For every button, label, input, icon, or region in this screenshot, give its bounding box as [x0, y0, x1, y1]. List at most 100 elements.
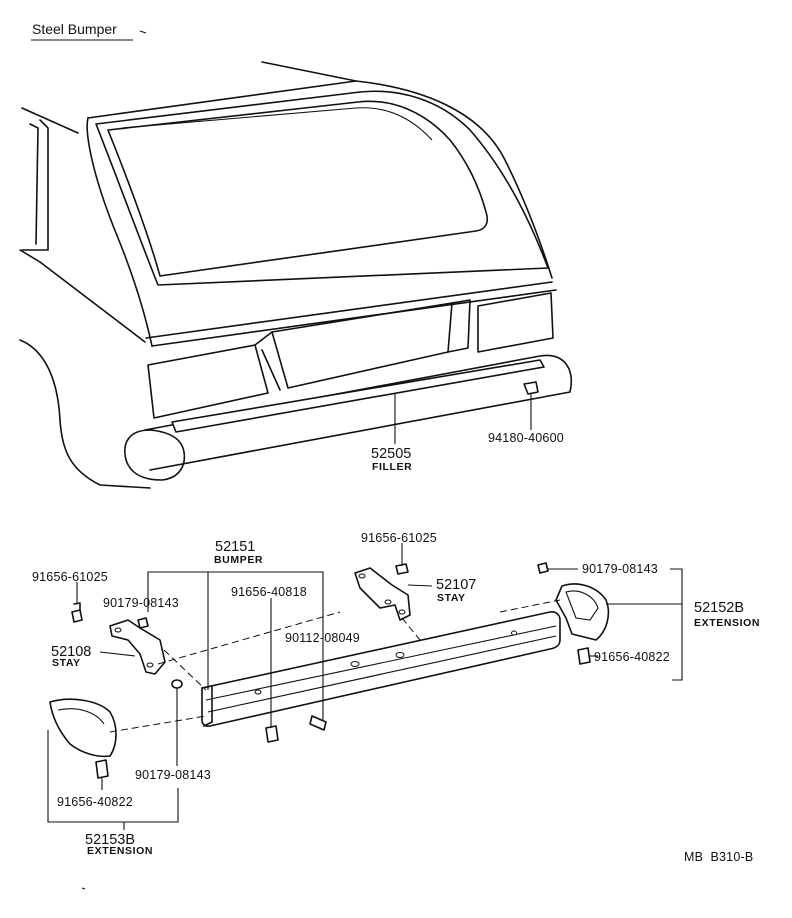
bolt-40822-left-callout: 91656-40822: [57, 778, 133, 809]
stay-right: [354, 567, 411, 621]
bolt-40822-right-callout: 91656-40822: [590, 650, 670, 664]
bolt-40822-left: [95, 759, 109, 779]
extension-right-callout: 52152B EXTENSION: [606, 568, 760, 681]
bolt-40818-callout: 91656-40818: [231, 585, 307, 728]
extension-left: [49, 698, 117, 758]
extension-right-inner: [565, 590, 599, 621]
align-dash: [157, 611, 341, 665]
stay-left-leader: [99, 651, 136, 657]
bumper-hole: [395, 652, 405, 658]
side-window-frame: [21, 119, 49, 251]
bumper-crease-2: [207, 635, 557, 713]
taillight-right: [477, 292, 554, 353]
bumper-callout: 52151 BUMPER: [147, 539, 324, 720]
extension-right-bracket: [670, 568, 683, 681]
bolt-61025-top-part-number: 91656-61025: [361, 531, 437, 545]
stay-left-part-name: STAY: [52, 657, 81, 669]
bumper-end-left: [124, 429, 186, 481]
clip-94180-callout: 94180-40600: [488, 394, 564, 445]
bolt-61025-left-thread: [73, 602, 81, 611]
roof-line: [87, 61, 357, 119]
diagram-title: Steel Bumper: [32, 21, 117, 37]
extension-right-part-name: EXTENSION: [694, 617, 760, 629]
extension-left-part-number: 52153B: [85, 832, 135, 848]
bolt-61025-top-callout: 91656-61025: [361, 531, 437, 566]
bumper-hole: [350, 661, 360, 667]
stay-right-callout: 52107 STAY: [407, 577, 476, 604]
stay-hole: [358, 573, 366, 579]
rear-window-glass: [107, 100, 489, 277]
nut-08143-left-callout: 90179-08143: [103, 596, 179, 610]
nut-08143-left-part-number: 90179-08143: [103, 596, 179, 610]
bumper-hole: [254, 689, 262, 695]
stay-hole: [398, 609, 406, 615]
bumper-bracket: [147, 571, 324, 720]
nut-08143-right: [537, 562, 549, 574]
nut-08143-left: [137, 617, 149, 629]
extension-left-bracket: [47, 730, 179, 823]
title-tick: [139, 30, 147, 34]
filler-callout: 52505 FILLER: [371, 393, 412, 473]
extension-right: [555, 583, 610, 641]
clip-94180-part-number: 94180-40600: [488, 431, 564, 445]
diagram-code: MB B310-B: [684, 850, 753, 864]
nut-08143-bottom: [171, 679, 183, 689]
stay-right-leader: [407, 584, 433, 587]
bolt-40822-left-part-number: 91656-40822: [57, 795, 133, 809]
main-bumper: [201, 611, 561, 727]
bolt-08049-part-number: 90112-08049: [285, 631, 360, 645]
plate-edge-right: [447, 299, 471, 353]
lower-side: [59, 419, 151, 489]
filler-part-name: FILLER: [372, 461, 412, 473]
align-dash: [499, 599, 561, 613]
filler-part-number: 52505: [371, 446, 411, 462]
align-dash: [163, 649, 207, 691]
taillight-left: [147, 344, 269, 419]
stay-right-part-name: STAY: [437, 592, 466, 604]
rear-window-outer: [95, 90, 549, 286]
extension-right-part-number: 52152B: [694, 600, 744, 616]
nut-08143-bottom-callout: 90179-08143: [135, 688, 211, 782]
c-pillar: [86, 117, 153, 347]
nut-08143-right-part-number: 90179-08143: [582, 562, 658, 576]
filler-strip: [171, 359, 545, 433]
side-roof-line: [21, 107, 79, 134]
bolt-61025-left: [71, 609, 83, 623]
extension-left-part-name: EXTENSION: [87, 845, 153, 857]
nut-08143-bottom-part-number: 90179-08143: [135, 768, 211, 782]
nut-08143-right-callout: 90179-08143: [548, 562, 658, 576]
stay-left-callout: 52108 STAY: [51, 644, 136, 669]
align-dash: [109, 715, 207, 733]
stay-right-part-number: 52107: [436, 577, 476, 593]
side-pillar: [29, 123, 39, 245]
bumper-part-name: BUMPER: [214, 554, 263, 566]
stay-left: [109, 619, 166, 675]
stay-hole: [384, 599, 392, 605]
side-belt-line: [19, 249, 146, 343]
bumper-end-left-edge: [201, 685, 213, 727]
stay-hole: [114, 627, 122, 633]
license-plate-recess: [271, 302, 453, 389]
stay-hole: [146, 662, 154, 668]
extension-left-callout: 52153B EXTENSION: [47, 730, 179, 857]
hatch-upper-line-2: [145, 281, 553, 339]
bolt-61025-left-part-number: 91656-61025: [32, 570, 108, 584]
bolt-40822-right-part-number: 91656-40822: [594, 650, 670, 664]
bolt-40822-right: [577, 647, 591, 665]
title-block: Steel Bumper: [31, 21, 147, 41]
bolt-40818: [265, 725, 279, 743]
window-reflection: [121, 107, 433, 141]
bolt-40818-part-number: 91656-40818: [231, 585, 307, 599]
bolt-61025-left-callout: 91656-61025: [32, 570, 108, 603]
roof-right-edge: [355, 80, 553, 279]
exploded-assembly: [49, 562, 610, 779]
wheel-arch: [19, 339, 61, 421]
car-bumper: [144, 354, 572, 471]
bumper-hole: [511, 630, 517, 636]
bolt-08049: [309, 715, 327, 731]
stay-left-part-number: 52108: [51, 644, 91, 660]
align-dash: [401, 617, 421, 641]
car-rear-illustration: [19, 61, 572, 489]
extension-left-crease: [57, 708, 105, 725]
